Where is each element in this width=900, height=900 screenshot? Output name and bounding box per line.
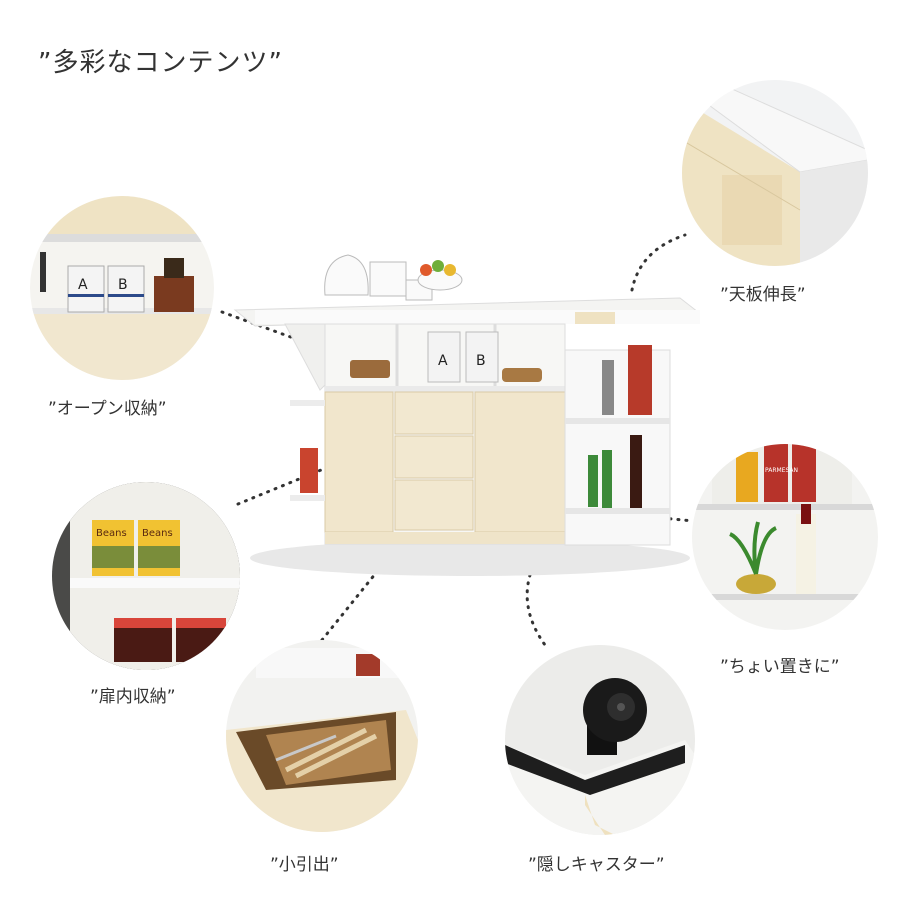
open-storage-label: ”オープン収納” xyxy=(48,399,167,419)
small-drawer-photo xyxy=(226,640,418,832)
door-storage-label: ”扉内収納” xyxy=(90,687,176,707)
parmesan-label: PARMESAN xyxy=(765,467,798,474)
beans-label-2: Beans xyxy=(142,528,173,539)
canister-a-text: A xyxy=(438,353,448,369)
hidden-caster-photo xyxy=(505,645,695,835)
top-extension-photo xyxy=(682,80,868,266)
beans-label-1: Beans xyxy=(96,528,127,539)
open-storage-photo: A B xyxy=(30,196,214,380)
top-extension-label: ”天板伸長” xyxy=(720,285,806,305)
open-storage-b-text: B xyxy=(118,277,128,293)
side-shelf-photo: PARMESAN xyxy=(692,444,878,630)
canister-b-text: B xyxy=(476,353,486,369)
leader-hidden-caster xyxy=(525,573,547,647)
open-storage-a-text: A xyxy=(78,277,88,293)
small-drawer-label: ”小引出” xyxy=(270,855,339,875)
side-shelf-label: ”ちょい置きに” xyxy=(720,657,840,677)
kitchen-island-image: A B xyxy=(233,254,700,576)
leader-top-extension xyxy=(630,233,687,292)
leader-side-shelf xyxy=(660,516,695,523)
page-title: ”多彩なコンテンツ” xyxy=(38,48,283,78)
door-storage-photo: Beans Beans xyxy=(52,482,240,670)
hidden-caster-label: ”隠しキャスター” xyxy=(528,855,665,875)
